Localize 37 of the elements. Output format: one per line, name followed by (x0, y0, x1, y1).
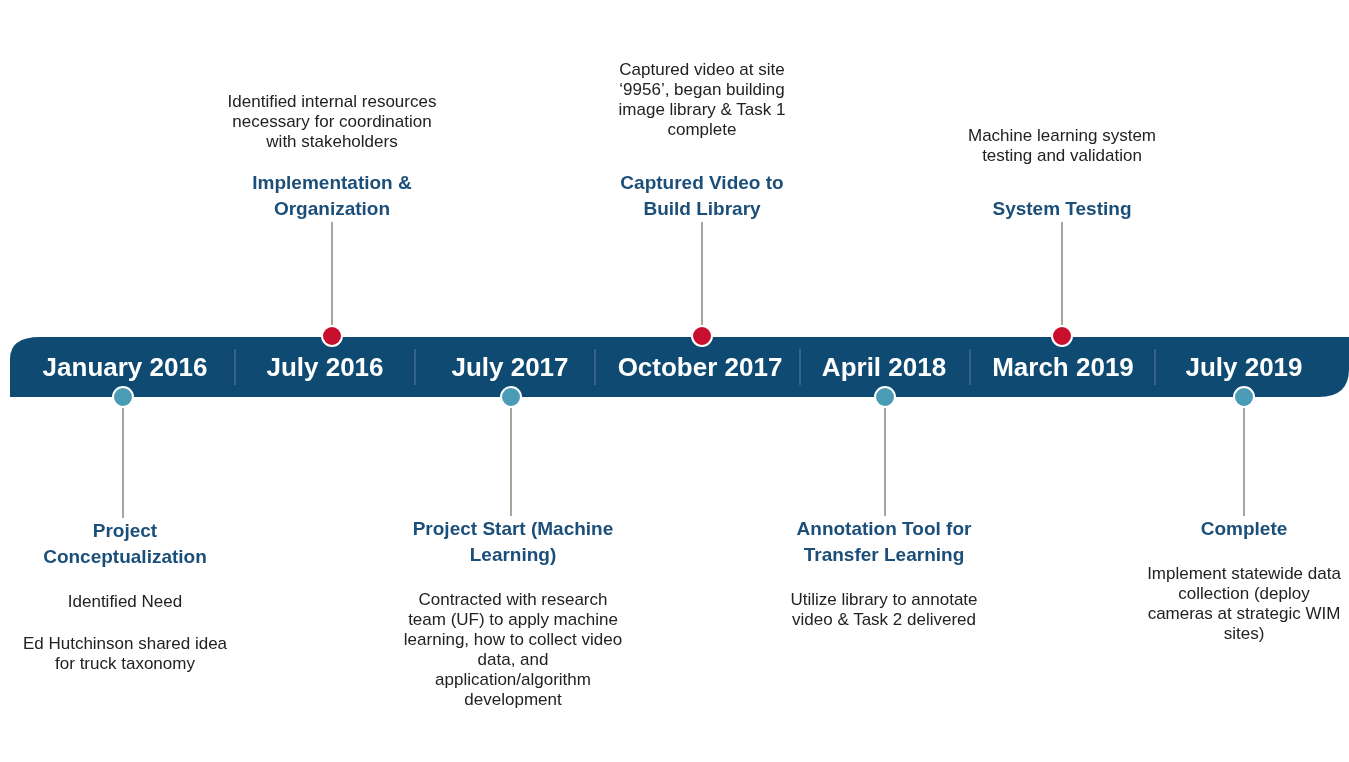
date-label: July 2016 (266, 351, 384, 383)
timeline-band (10, 337, 1349, 397)
date-label: January 2016 (42, 351, 208, 383)
milestone-description: Identified internal resources necessary for coordination with stakeholders (227, 92, 437, 152)
leader-line (122, 407, 124, 519)
milestone-description: Identified Need (67, 592, 183, 612)
milestone-title: Complete (1200, 517, 1288, 541)
leader-line (1243, 407, 1245, 517)
milestone-dot (112, 386, 134, 408)
leader-line (701, 221, 703, 326)
milestone-dot (1233, 386, 1255, 408)
date-label: July 2019 (1185, 351, 1303, 383)
milestone-dot (691, 325, 713, 347)
milestone-dot (1051, 325, 1073, 347)
leader-line (884, 407, 886, 517)
milestone-dot (321, 325, 343, 347)
milestone-title: Captured Video to Build Library (619, 171, 785, 221)
leader-line (331, 221, 333, 326)
milestone-description: Captured video at site ‘9956’, began building image library & Task 1 complete (617, 60, 787, 140)
leader-line (510, 407, 512, 517)
date-label: July 2017 (451, 351, 569, 383)
milestone-description: Ed Hutchinson shared idea for truck taxonomy (21, 634, 229, 674)
date-label: March 2019 (992, 351, 1134, 383)
milestone-title: System Testing (992, 197, 1132, 221)
milestone-dot (500, 386, 522, 408)
date-label: October 2017 (617, 351, 783, 383)
date-label: April 2018 (821, 351, 947, 383)
milestone-description: Implement statewide data collection (deploy cameras at strategic WIM sites) (1146, 564, 1342, 644)
leader-line (1061, 221, 1063, 326)
milestone-title: Project Conceptualization (42, 519, 208, 569)
milestone-title: Project Start (Machine Learning) (411, 517, 615, 567)
milestone-description: Contracted with research team (UF) to apply machine learning, how to collect video data, and application/algorithm development (403, 590, 623, 710)
milestone-description: Utilize library to annotate video & Task 2 delivered (789, 590, 979, 630)
milestone-title: Annotation Tool for Transfer Learning (795, 517, 973, 567)
milestone-title: Implementation & Organization (251, 171, 413, 221)
milestone-dot (874, 386, 896, 408)
milestone-description: Machine learning system testing and validation (967, 126, 1157, 166)
